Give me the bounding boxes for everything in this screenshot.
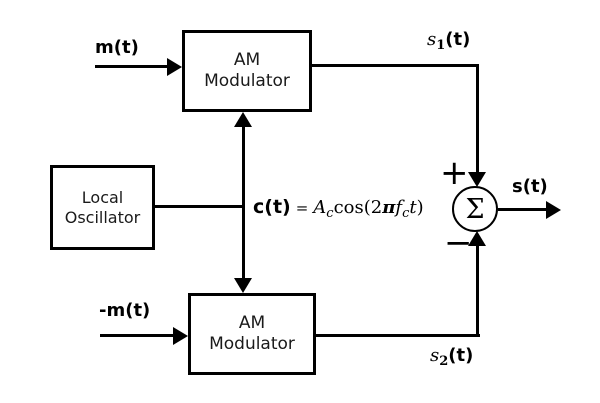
formula-freq-var: f <box>395 197 403 218</box>
label-s2-sub: 2 <box>439 354 449 369</box>
summing-junction: Σ <box>452 186 498 232</box>
wire-s1-vertical <box>476 64 479 173</box>
arrowhead-output <box>546 201 561 219</box>
minus-sign: − <box>444 223 473 263</box>
formula-cos-open: cos(2 <box>333 197 383 218</box>
arrowhead-neg-m-input <box>173 327 188 345</box>
label-s1-sub: 1 <box>436 38 446 53</box>
block-local-oscillator-label-line2: Oscillator <box>64 207 141 227</box>
label-s1: s1(t) <box>427 29 471 53</box>
formula-amplitude-sub: c <box>326 206 334 221</box>
block-am-modulator-bottom-label-line1: AM <box>238 313 266 333</box>
formula-equals: = <box>295 199 309 217</box>
wire-carrier-vertical <box>242 124 245 280</box>
wire-m-input <box>95 65 169 68</box>
block-am-modulator-top-label-line2: Modulator <box>204 71 290 91</box>
arrowhead-carrier-to-top-modulator <box>234 112 252 127</box>
carrier-formula: c(t)=Accos(2πfct) <box>253 194 424 221</box>
block-local-oscillator-label-line1: Local <box>81 187 124 207</box>
arrowhead-m-input <box>167 58 182 76</box>
formula-close-paren: ) <box>416 197 424 218</box>
formula-lhs: c(t) <box>253 196 291 218</box>
formula-freq-sub: c <box>402 206 410 221</box>
label-output: s(t) <box>512 176 548 197</box>
arrowhead-carrier-to-bottom-modulator <box>234 278 252 293</box>
arrowhead-s2-into-sum <box>468 231 486 246</box>
formula-amplitude-var: A <box>313 197 327 218</box>
wire-s2-horizontal <box>315 334 480 337</box>
wire-output <box>498 208 548 211</box>
wire-local-oscillator <box>154 205 244 208</box>
block-am-modulator-bottom-label-line2: Modulator <box>209 334 295 354</box>
block-am-modulator-top-label-line1: AM <box>233 50 261 70</box>
label-s1-arg: (t) <box>445 29 471 50</box>
label-s2: s2(t) <box>430 345 474 369</box>
arrowhead-s1-into-sum <box>468 172 486 187</box>
plus-sign: + <box>440 153 469 193</box>
formula-pi: π <box>382 197 396 218</box>
label-neg-m-input: -m(t) <box>99 300 151 321</box>
block-am-modulator-bottom: AM Modulator <box>188 293 316 375</box>
block-am-modulator-top: AM Modulator <box>182 30 312 112</box>
formula-time-var: t <box>409 197 417 218</box>
wire-s2-vertical <box>476 246 479 337</box>
label-s2-var: s <box>430 345 440 366</box>
label-m-input: m(t) <box>95 37 139 58</box>
sigma-symbol: Σ <box>465 193 485 225</box>
wire-neg-m-input <box>100 334 174 337</box>
wire-s1-horizontal <box>311 64 479 67</box>
block-local-oscillator: Local Oscillator <box>50 165 155 250</box>
label-s2-arg: (t) <box>448 345 474 366</box>
label-s1-var: s <box>427 29 437 50</box>
